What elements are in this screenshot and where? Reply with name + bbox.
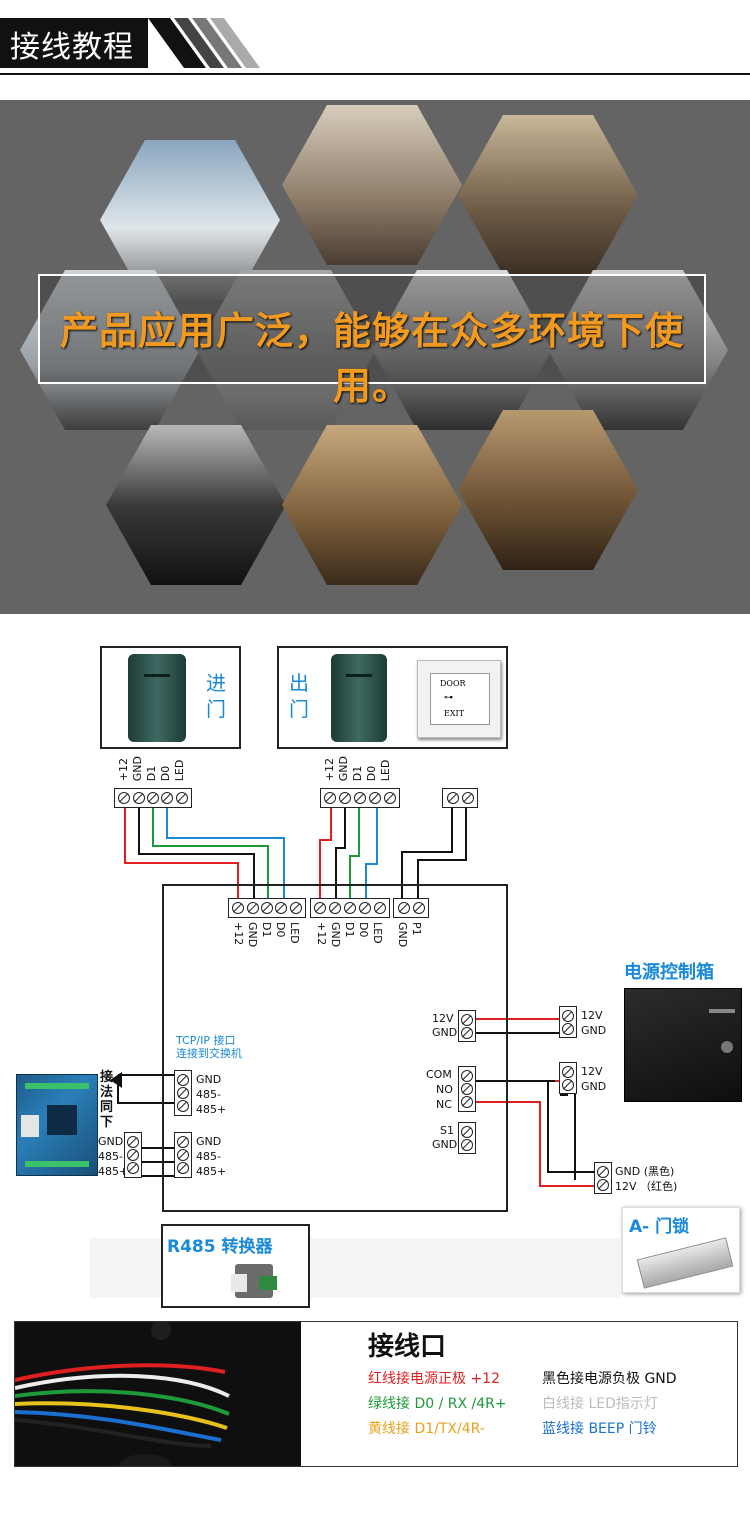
relay-nc: NC <box>436 1098 452 1111</box>
power-out1-12v: 12V <box>581 1009 603 1022</box>
legend-yellow: 黄线接 D1/TX/4R- <box>368 1421 485 1437</box>
exit-reader-box: 出门 DOOR ⊶ EXIT <box>277 646 508 749</box>
lock-gnd: GND (黑色) <box>615 1165 675 1178</box>
port1-485-minus: 485- <box>196 1088 221 1101</box>
entry-reader-terminal <box>114 788 192 808</box>
legend-white: 白线接 LED指示灯 <box>542 1396 658 1412</box>
header-block <box>0 18 148 68</box>
power-out2-terminal <box>559 1062 577 1094</box>
entry-label: 进门 <box>206 671 226 721</box>
port2-gnd: GND <box>196 1135 222 1148</box>
scene-elevator <box>106 425 286 585</box>
wiring-lines <box>110 808 594 1187</box>
application-banner <box>0 100 750 614</box>
header-divider <box>0 73 750 75</box>
key-icon: ⊶ <box>444 693 453 703</box>
entry-card-reader <box>128 654 186 742</box>
legend-green: 绿线接 D0 / RX /4R+ <box>368 1396 507 1412</box>
lock-image <box>636 1237 734 1289</box>
same-wiring-note: 接法同下 <box>100 1070 114 1130</box>
cable-wires <box>15 1322 230 1466</box>
board-power-12v: 12V <box>432 1012 454 1025</box>
exit-button: DOOR ⊶ EXIT <box>417 660 501 738</box>
board-button-terminal <box>393 898 429 918</box>
tcp-label: TCP/IP 接口 <box>176 1034 236 1047</box>
power-out2-gnd: GND <box>581 1080 607 1093</box>
board-power-gnd: GND <box>432 1026 458 1039</box>
sensor-gnd: GND <box>432 1138 458 1151</box>
sensor-s1: S1 <box>440 1124 454 1137</box>
converter-title: R485 转换器 <box>167 1237 273 1257</box>
cable-photo <box>15 1322 301 1466</box>
legend-title: 接线口 <box>368 1332 447 1362</box>
exit-button-top-text: DOOR <box>440 679 466 688</box>
controller-board <box>162 884 508 1212</box>
power-out1-gnd: GND <box>581 1024 607 1037</box>
lock-12v: 12V （红色) <box>615 1180 678 1193</box>
exit-reader-terminal <box>320 788 400 808</box>
converter-image <box>231 1264 277 1298</box>
port2-485-plus: 485+ <box>196 1165 227 1178</box>
tcp-port-terminal <box>174 1070 192 1116</box>
scene-corridor <box>282 425 462 585</box>
lock-title: A- 门锁 <box>629 1217 690 1237</box>
board-reader1-terminal <box>228 898 306 918</box>
lock-terminal <box>594 1162 612 1194</box>
converter-box: R485 转换器 <box>161 1224 310 1308</box>
header-stripes <box>148 18 260 68</box>
board-relay-terminal <box>458 1066 476 1112</box>
exit-label: 出门 <box>289 671 309 721</box>
port2-485-minus: 485- <box>196 1150 221 1163</box>
scene-study <box>458 115 638 275</box>
side-485-minus: 485- <box>98 1150 123 1163</box>
power-box-image <box>624 988 742 1102</box>
tcp-sub-label: 连接到交换机 <box>176 1047 242 1060</box>
banner-frame <box>38 274 706 384</box>
exit-button-terminal <box>442 788 478 808</box>
rs485-port-terminal <box>174 1132 192 1178</box>
board-power-terminal <box>458 1010 476 1042</box>
relay-com: COM <box>426 1068 452 1081</box>
port1-485-plus: 485+ <box>196 1103 227 1116</box>
board-sensor-terminal <box>458 1122 476 1154</box>
side-terminal <box>124 1132 142 1178</box>
extension-board <box>16 1074 98 1176</box>
legend-blue: 蓝线接 BEEP 门铃 <box>542 1421 657 1437</box>
legend-red: 红线接电源正极 +12 <box>368 1371 500 1387</box>
board-reader2-terminal <box>310 898 390 918</box>
legend-black: 黑色接电源负极 GND <box>542 1371 677 1387</box>
port1-gnd: GND <box>196 1073 222 1086</box>
side-gnd: GND <box>98 1135 124 1148</box>
power-out2-12v: 12V <box>581 1065 603 1078</box>
power-box-title: 电源控制箱 <box>624 962 714 983</box>
page-title: 接线教程 <box>10 30 134 65</box>
lock-panel: A- 门锁 <box>622 1207 740 1293</box>
entry-reader-box: 进门 <box>100 646 241 749</box>
scene-lobby <box>282 105 462 265</box>
exit-button-bottom-text: EXIT <box>444 709 465 718</box>
power-out1-terminal <box>559 1006 577 1038</box>
exit-card-reader <box>331 654 387 742</box>
side-485-plus: 485+ <box>98 1165 129 1178</box>
relay-no: NO <box>436 1083 453 1096</box>
banner-tagline: 产品应用广泛，能够在众多环境下使用。 <box>59 309 684 408</box>
scene-entrance <box>458 410 638 570</box>
